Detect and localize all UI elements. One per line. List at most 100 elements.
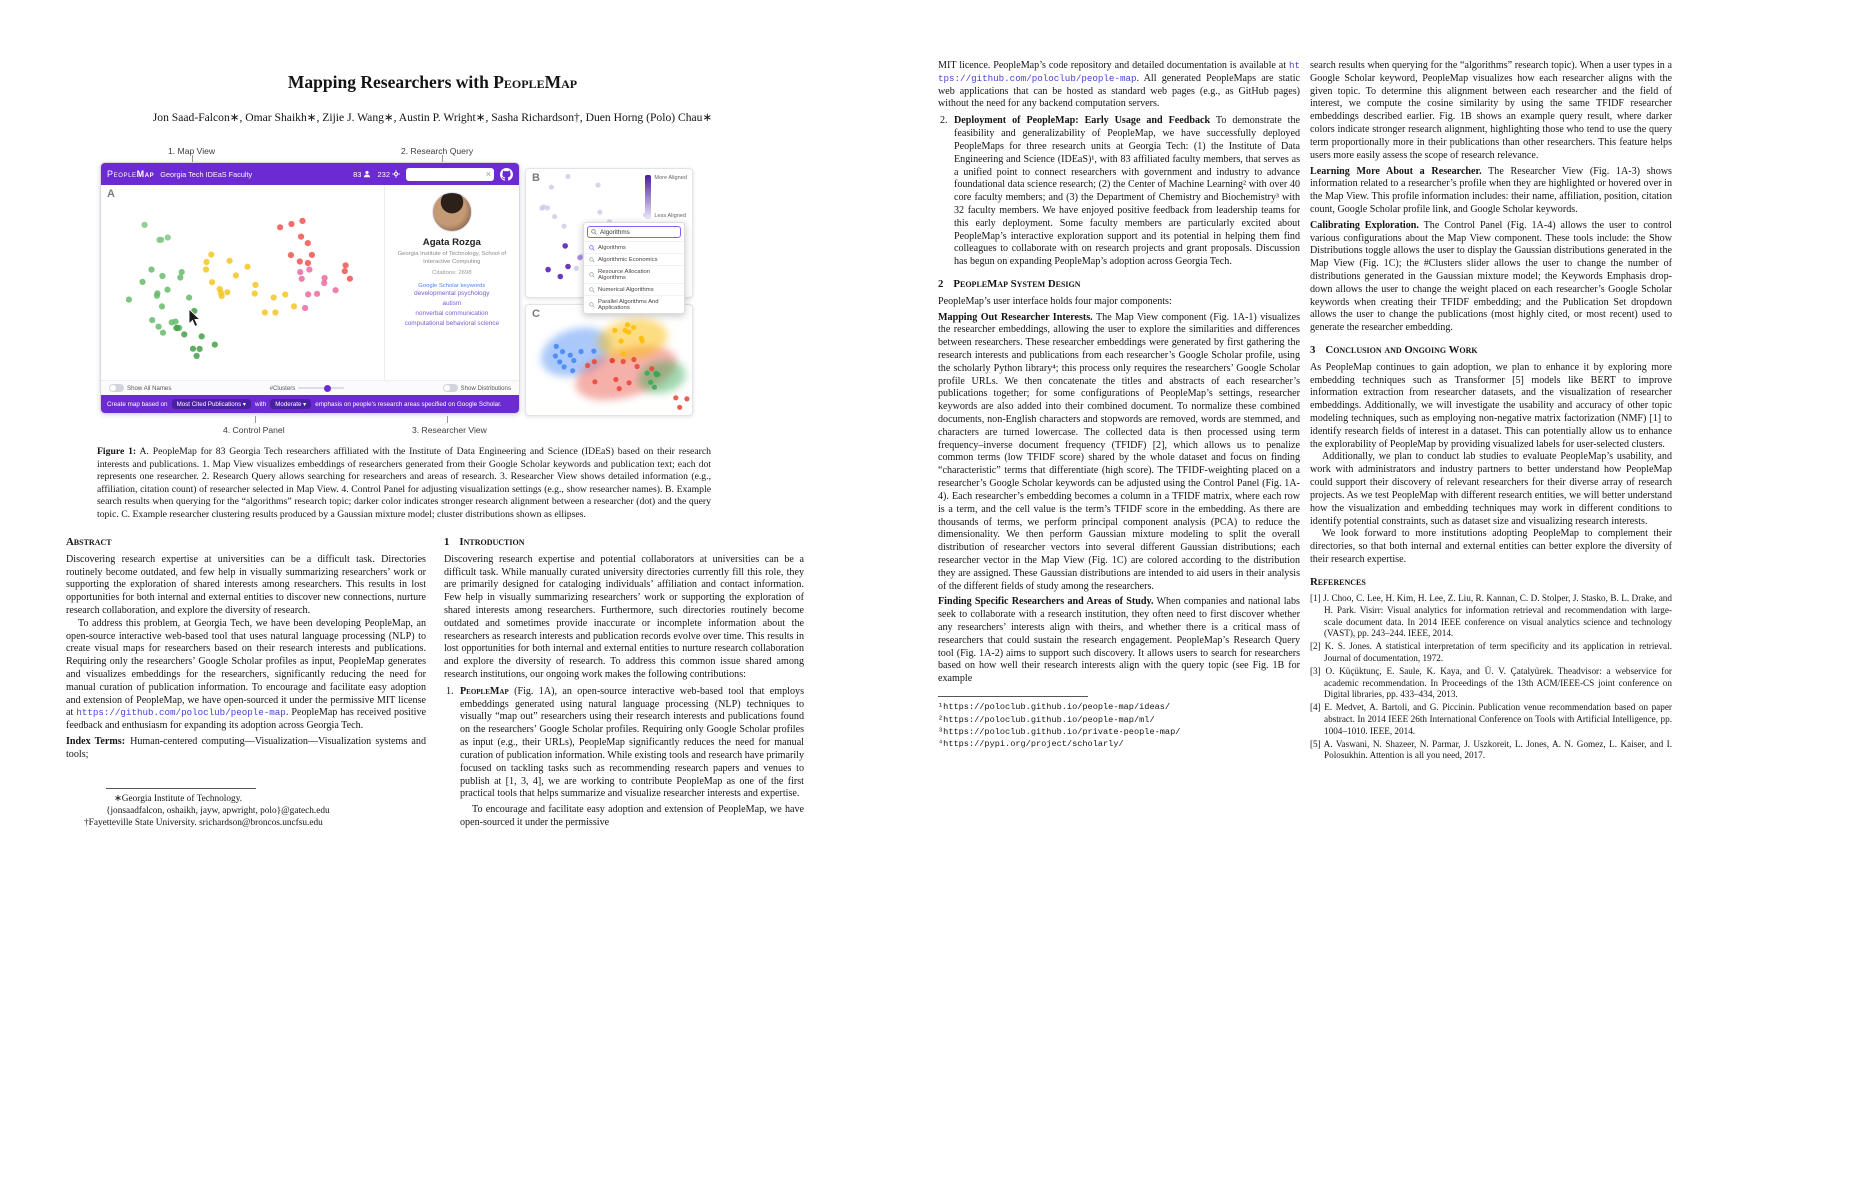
run-in-heading: Calibrating Exploration.: [1310, 219, 1419, 231]
footnote-rule: [938, 696, 1088, 698]
research-query-input[interactable]: ×: [406, 167, 494, 181]
suggestion-label: Algorithms: [598, 244, 626, 251]
body-paragraph: We look forward to more institutions ado…: [1310, 528, 1672, 565]
repo-link[interactable]: https://github.com/poloclub/people-map: [938, 60, 1300, 84]
body-paragraph: Additionally, we plan to conduct lab stu…: [1310, 451, 1672, 527]
reference-entry: [4] E. Medvet, A. Bartoli, and G. Piccin…: [1310, 702, 1672, 736]
callout-tick: [192, 155, 193, 162]
query-search-value: Algorithms: [600, 228, 630, 236]
alignment-gradient-bar: [645, 175, 652, 219]
callout-map-view: 1. Map View: [168, 146, 216, 156]
clear-search-icon[interactable]: ×: [485, 168, 491, 179]
publication-set-dropdown[interactable]: Most Cited Publications ▾: [171, 399, 252, 409]
suggestion-item[interactable]: Parallel Algorithms And Applications: [584, 295, 684, 313]
suggestion-label: Numerical Algorithms: [598, 286, 654, 293]
publication-count-value: 232: [377, 169, 390, 179]
keyword-item[interactable]: autism: [442, 299, 462, 307]
run-in-heading: Mapping Out Researcher Interests.: [938, 311, 1093, 323]
callout-tick: [255, 416, 256, 423]
query-search-field[interactable]: Algorithms: [587, 226, 681, 238]
with-label: with: [255, 400, 267, 408]
tag-icon: [589, 301, 595, 308]
footnote-rule: [106, 787, 256, 789]
clusters-control: #Clusters: [269, 384, 345, 392]
show-distributions-toggle[interactable]: [442, 384, 458, 392]
panel-a-label: A: [107, 188, 115, 200]
intro-paragraph: To encourage and facilitate easy adoptio…: [460, 804, 804, 828]
column-abstract: Abstract Discovering research expertise …: [66, 536, 426, 829]
keywords-emphasis-dropdown[interactable]: Moderate ▾: [270, 399, 312, 409]
title-block: Mapping Researchers with PeopleMap Jon S…: [60, 72, 805, 124]
column-three: MIT licence. PeopleMap’s code repository…: [938, 60, 1300, 751]
contribution-item-1: 1. PeopleMap (Fig. 1A), an open-source i…: [446, 685, 804, 801]
peoplemap-app-window: PeopleMap Georgia Tech IDEaS Faculty 83 …: [100, 162, 520, 414]
tag-icon: [589, 271, 595, 278]
section-heading-abstract: Abstract: [66, 536, 112, 548]
body-paragraph: Learning More About a Researcher. The Re…: [1310, 165, 1672, 215]
keywords-label: Google Scholar keywords: [418, 282, 486, 289]
suggestion-item[interactable]: Resource Allocation Algorithms: [584, 265, 684, 283]
list-number: 2.: [940, 115, 948, 127]
body-paragraph: Calibrating Exploration. The Control Pan…: [1310, 219, 1672, 334]
query-suggestions-dropdown: Algorithms Algorithms Algorithmic Econom…: [583, 222, 685, 314]
clusters-slider[interactable]: [298, 384, 345, 392]
url-footnotes: ¹https://poloclub.github.io/people-map/i…: [938, 696, 1300, 751]
title-text: Mapping Researchers with: [287, 72, 489, 92]
suggestion-item[interactable]: Algorithmic Economics: [584, 253, 684, 265]
logo-map: Map: [136, 169, 155, 179]
column-four: search results when querying for the “al…: [1310, 60, 1672, 763]
legend-more-aligned: More Aligned: [654, 175, 687, 181]
suggestion-item[interactable]: Algorithms: [584, 241, 684, 253]
footnote-url[interactable]: ²https://poloclub.github.io/people-map/m…: [938, 714, 1155, 725]
author-footnotes: ∗Georgia Institute of Technology. {jonsa…: [66, 787, 426, 829]
alignment-legend: More Aligned Less Aligned: [645, 175, 687, 219]
slider-knob[interactable]: [324, 384, 332, 392]
abstract-paragraph: To address this problem, at Georgia Tech…: [66, 617, 426, 732]
publication-count: 232: [377, 170, 400, 179]
caption-text: A. PeopleMap for 83 Georgia Tech researc…: [97, 446, 711, 521]
reference-entry: [5] A. Vaswani, N. Shazeer, N. Parmar, J…: [1310, 738, 1672, 761]
callout-research-query: 2. Research Query: [401, 146, 474, 156]
cluster-scatter: [552, 322, 690, 410]
github-icon[interactable]: [500, 167, 513, 181]
app-logo: PeopleMap: [107, 169, 154, 179]
app-dataset-title: Georgia Tech IDEaS Faculty: [160, 169, 253, 179]
researcher-photo: [431, 192, 472, 232]
tag-icon: [589, 256, 595, 263]
caption-label: Figure 1:: [97, 446, 137, 457]
footnote-url[interactable]: ⁴https://pypi.org/project/scholarly/: [938, 739, 1124, 750]
keyword-item[interactable]: nonverbal communication: [415, 309, 489, 317]
list-text: To demonstrate the feasibility and gener…: [954, 115, 1300, 268]
title-app-name: PeopleMap: [493, 72, 578, 92]
suggestion-item[interactable]: Numerical Algorithms: [584, 283, 684, 295]
keyword-item[interactable]: computational behavioral science: [404, 319, 500, 327]
panel-c-label: C: [532, 308, 540, 320]
clusters-label: #Clusters: [269, 384, 296, 392]
callout-tick: [447, 416, 448, 423]
create-map-prefix: Create map based on: [107, 400, 168, 408]
show-distributions-control: Show Distributions: [442, 384, 511, 392]
callout-control-panel: 4. Control Panel: [223, 425, 285, 435]
map-view[interactable]: A: [101, 185, 384, 380]
footnote-url[interactable]: ³https://poloclub.github.io/private-peop…: [938, 726, 1181, 737]
suggestion-label: Resource Allocation Algorithms: [598, 268, 651, 281]
reference-entry: [3] O. Küçüktunç, E. Saule, K. Kaya, and…: [1310, 666, 1672, 700]
legend-less-aligned: Less Aligned: [654, 213, 687, 219]
body-paragraph: Mapping Out Researcher Interests. The Ma…: [938, 311, 1300, 592]
suggestion-label: Parallel Algorithms And Applications: [598, 298, 659, 311]
keyword-item[interactable]: developmental psychology: [414, 289, 490, 297]
author-list: Jon Saad-Falcon∗, Omar Shaikh∗, Zijie J.…: [152, 111, 713, 124]
figure-caption: Figure 1: A. PeopleMap for 83 Georgia Te…: [97, 446, 711, 522]
footnote-url[interactable]: ¹https://poloclub.github.io/people-map/i…: [938, 702, 1171, 713]
list-number: 1.: [446, 685, 454, 697]
section-heading-references: References: [1310, 575, 1366, 588]
show-distributions-label: Show Distributions: [460, 384, 511, 392]
run-in-heading: Deployment of PeopleMap: Early Usage and…: [954, 115, 1211, 127]
show-all-names-toggle[interactable]: [109, 384, 124, 392]
researcher-citations: Citations: 2698: [432, 269, 472, 276]
researcher-scatter: [125, 217, 353, 359]
list-text: (Fig. 1A), an open-source interactive we…: [460, 685, 804, 800]
run-in-heading: Learning More About a Researcher.: [1310, 165, 1482, 177]
repo-link[interactable]: https://github.com/poloclub/people-map: [76, 707, 286, 719]
